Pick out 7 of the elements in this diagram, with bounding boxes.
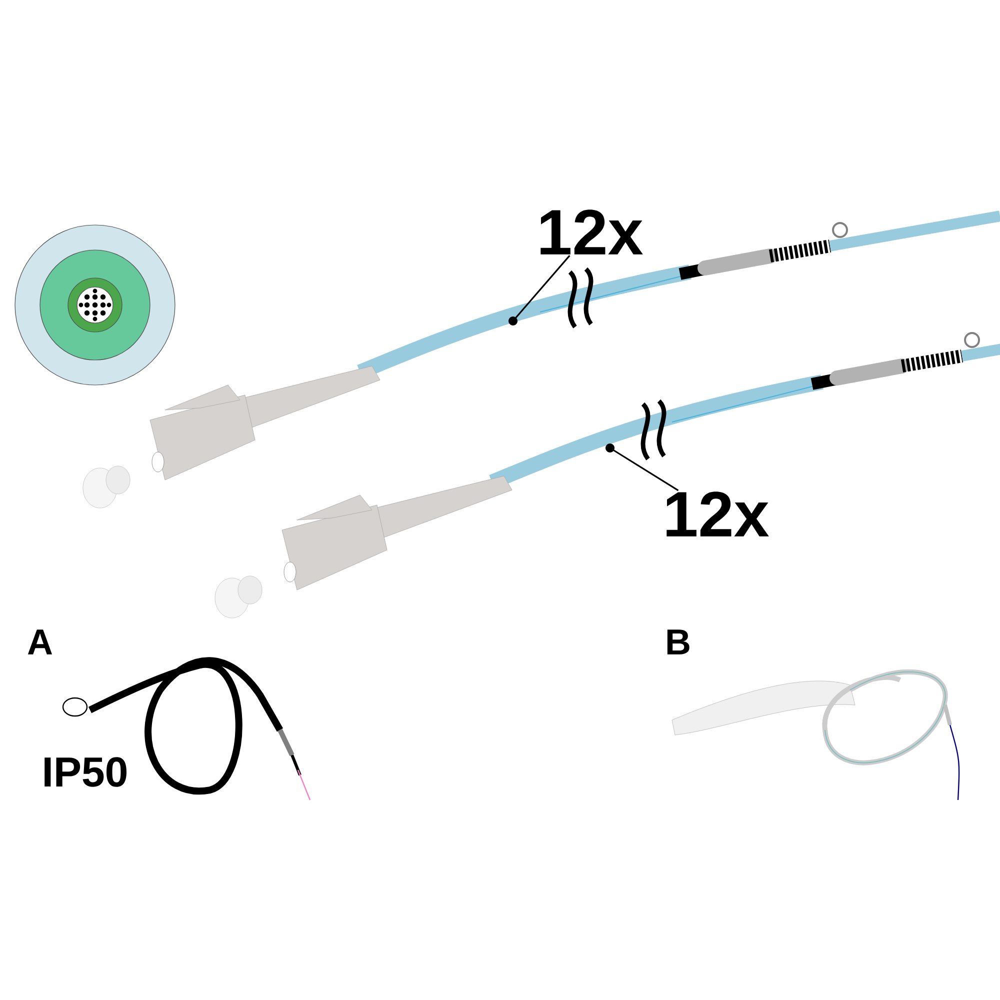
panel-letter: B: [667, 630, 690, 654]
leader-line: [606, 444, 679, 492]
quantity-label: 12x: [540, 210, 643, 254]
quantity-label: 12x: [666, 492, 769, 536]
leader-line: [508, 255, 570, 326]
rating-label: IP50: [44, 757, 126, 787]
panel-letter: A: [28, 630, 52, 654]
